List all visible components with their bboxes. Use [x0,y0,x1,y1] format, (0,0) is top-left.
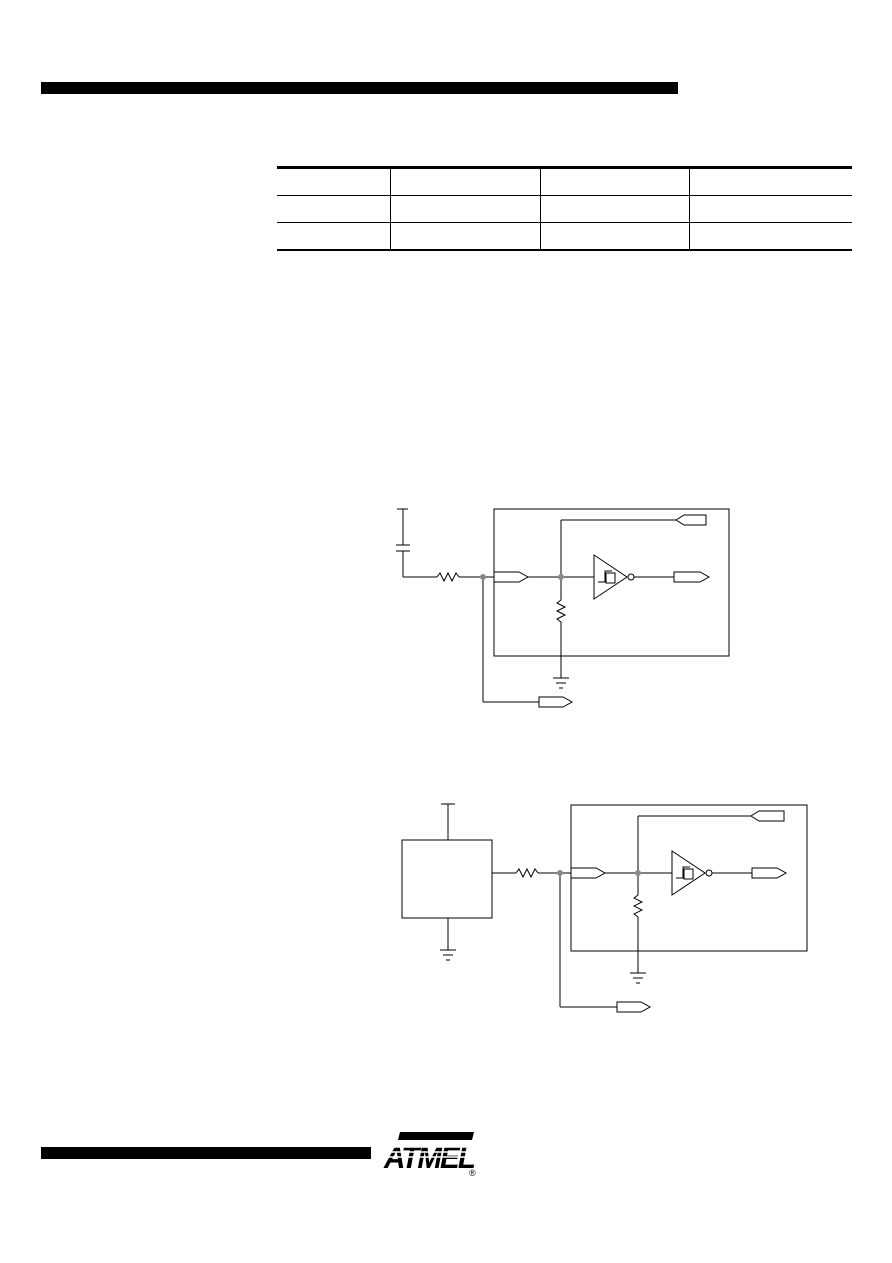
table-cell [277,166,391,196]
data-table [277,166,852,251]
table-cell [688,195,852,223]
table-cell [277,195,391,223]
table-row [277,166,852,196]
table-cell [277,222,391,251]
registered-mark: ® [469,1168,476,1178]
table-cell [539,166,690,196]
header-rule [41,82,678,94]
footer-rule [41,1147,371,1159]
table-row [277,222,852,251]
table-cell [539,195,690,223]
table-cell [389,222,541,251]
atmel-logo: ATMEL ® [383,1132,477,1178]
schematic-capacitor-reset [396,508,730,708]
table-row [277,195,852,223]
schematic-external-reset [401,803,808,1013]
table-cell [688,222,852,251]
table-cell [539,222,690,251]
